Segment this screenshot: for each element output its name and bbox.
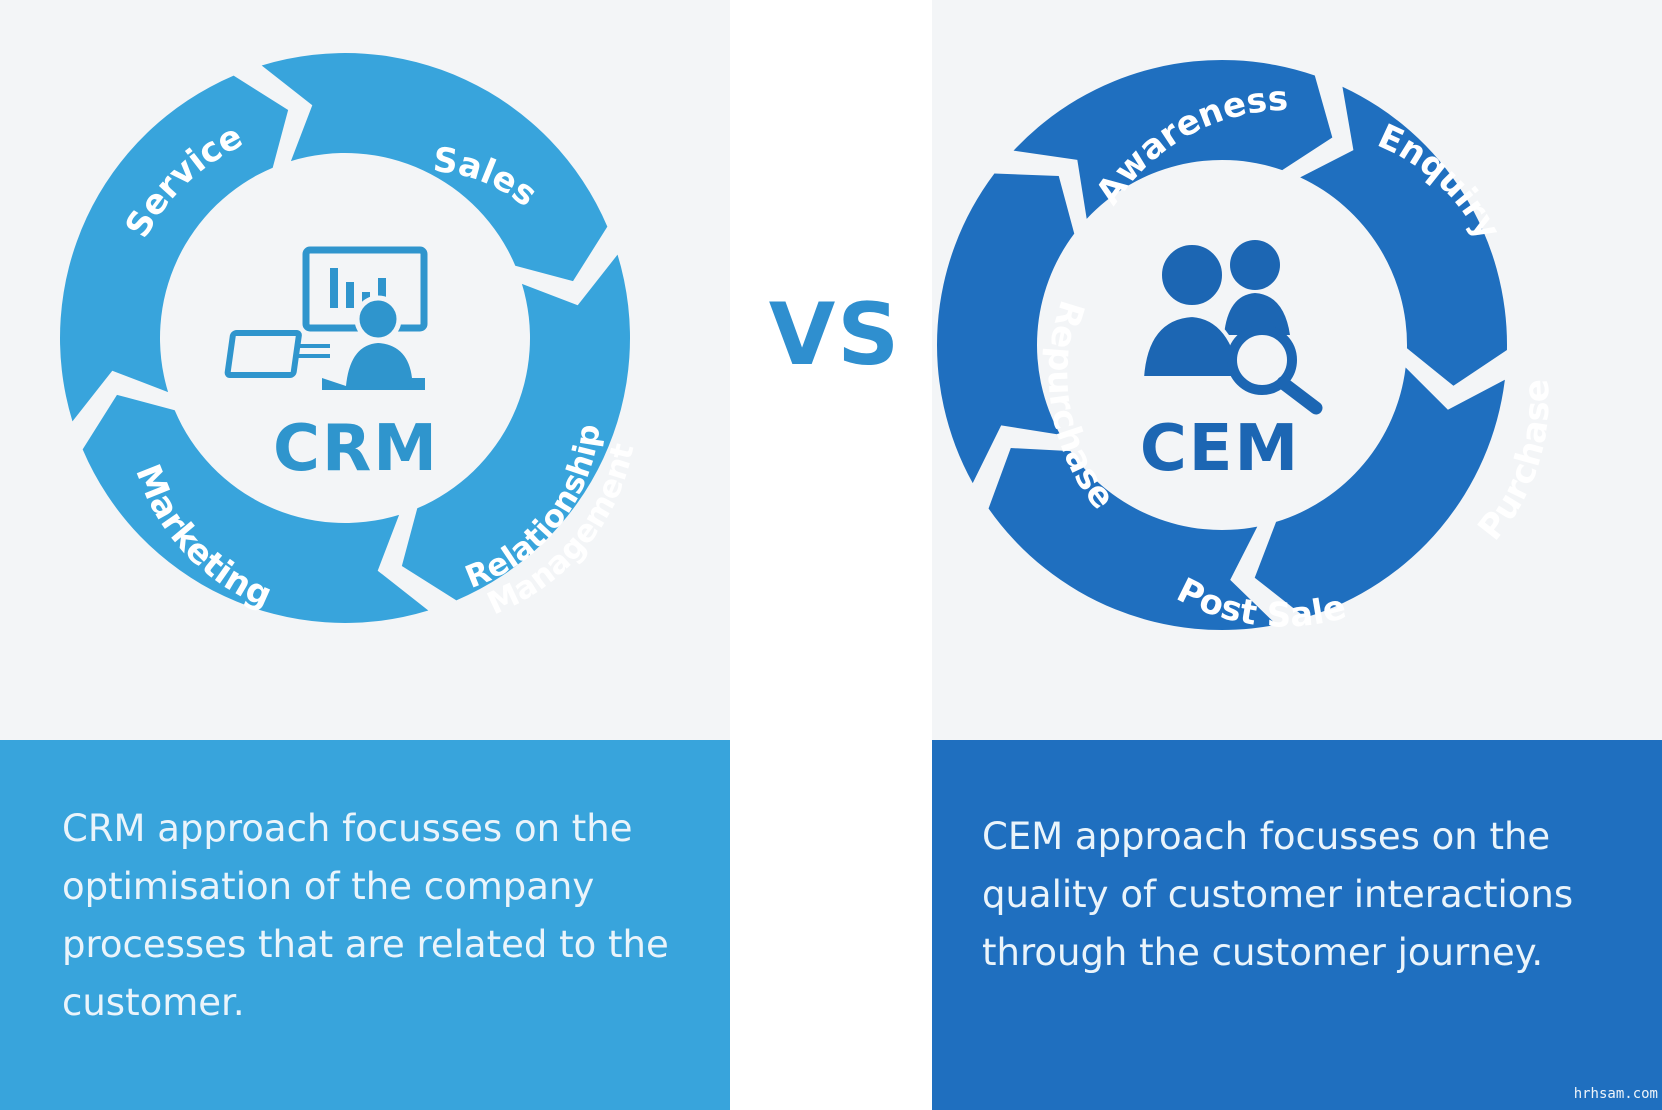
crm-arrow-relationship-management	[401, 254, 631, 601]
cem-description: CEM approach focusses on the quality of …	[982, 815, 1574, 974]
cem-diagram-area: Awareness Enquiry Purchase Post Sale Rep…	[932, 0, 1662, 740]
crm-description: CRM approach focusses on the optimisatio…	[62, 807, 669, 1024]
crm-arrow-service	[60, 75, 289, 422]
dashboard-person-icon	[224, 246, 428, 390]
cem-center-label: CEM	[1139, 412, 1301, 486]
cem-arrow-repurchase	[936, 173, 1075, 484]
crm-description-box: CRM approach focusses on the optimisatio…	[0, 740, 730, 1110]
cem-cycle-diagram: Awareness Enquiry Purchase Post Sale Rep…	[936, 60, 1558, 636]
cem-arrow-enquiry	[1300, 86, 1507, 386]
people-search-icon	[1139, 240, 1323, 415]
crm-ring	[60, 52, 631, 624]
vs-label: VS	[768, 285, 902, 385]
cem-arrow-purchase	[1254, 367, 1505, 618]
watermark: hrhsam.com	[1573, 1086, 1658, 1102]
cem-description-box: CEM approach focusses on the quality of …	[932, 740, 1662, 1110]
crm-arrow-sales	[261, 52, 608, 282]
cem-ring	[936, 60, 1507, 630]
crm-diagram-area: Sales Relationship Management Marketing …	[0, 0, 730, 740]
crm-cycle-diagram: Sales Relationship Management Marketing …	[60, 52, 641, 624]
cem-arrow-post-sale	[988, 448, 1277, 630]
crm-center-label: CRM	[273, 412, 439, 486]
crm-panel: Sales Relationship Management Marketing …	[0, 0, 730, 1110]
cem-arrow-awareness	[1013, 60, 1333, 219]
crm-arrow-marketing	[82, 394, 429, 624]
cem-panel: Awareness Enquiry Purchase Post Sale Rep…	[932, 0, 1662, 1110]
